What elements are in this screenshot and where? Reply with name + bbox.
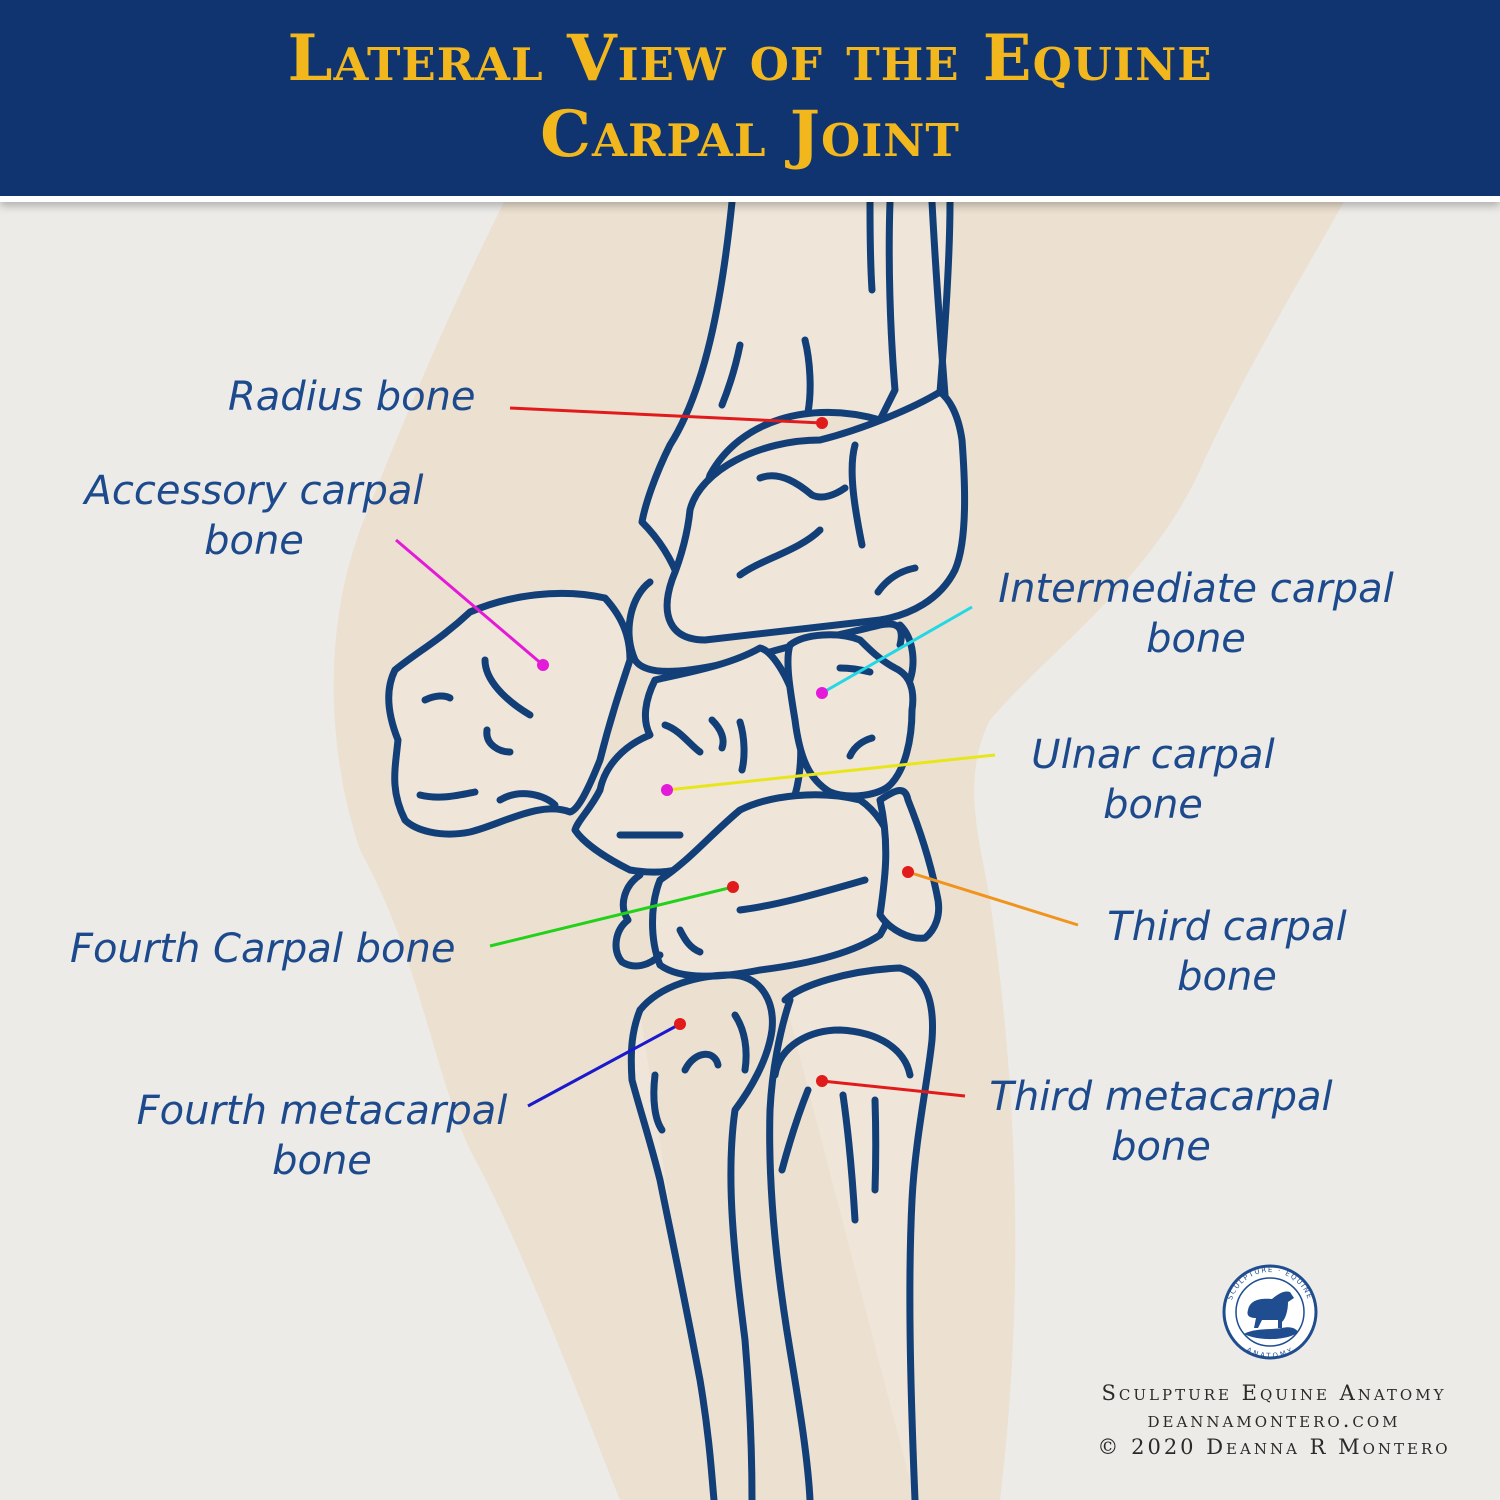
fourth-metacarpal-bone <box>627 1006 718 1500</box>
third-metacarpal-head <box>771 1026 914 1079</box>
fourth-metacarpal-leader-line <box>527 1022 681 1108</box>
ulnar-carpal-bone-label-line-1: Ulnar carpal <box>1031 732 1275 778</box>
fourth-metacarpal-bone-head <box>636 971 776 1500</box>
ulnar-marker-dot <box>661 784 673 796</box>
fourth-carpal-bone-label: Fourth Carpal bone <box>70 924 455 974</box>
accessory-crease-2 <box>421 692 454 704</box>
ulnar-crease-1 <box>661 721 704 756</box>
third-metacarpal-crease-2 <box>839 1091 859 1224</box>
accessory-marker-dot <box>537 659 549 671</box>
third-metacarpal-bone-label-line-1: Third metacarpal <box>989 1074 1333 1120</box>
fourth-metacarpal-bone-label: Fourth metacarpal bone <box>130 1086 514 1186</box>
accessory-crease-4 <box>416 788 479 801</box>
radius-bone-label: Radius bone <box>228 372 476 422</box>
sculpture-equine-logo: SCULPTURE · EQUINE ANATOMY <box>1222 1264 1318 1360</box>
third-metacarpal-bone-label: Third metacarpal bone <box>982 1072 1340 1172</box>
third-carpal-bone-label-line-2: bone <box>1177 954 1277 1000</box>
radius-epiphysis-crease-4 <box>874 564 919 596</box>
radius-bone-outline <box>876 198 899 424</box>
radius-bone-crease-2 <box>718 341 744 409</box>
title-line-1: Lateral View of the Equine <box>287 21 1213 96</box>
third-metacarpal-crease-1 <box>778 1086 812 1174</box>
fourth-carpal-marker-dot <box>727 881 739 893</box>
third-metacarpal-bone-label-line-2: bone <box>1111 1124 1211 1170</box>
intermediate-crease-1 <box>836 664 874 676</box>
fourth-carpal-crease-2 <box>676 926 704 956</box>
intermediate-carpal-bone-label: Intermediate carpal bone <box>990 564 1402 664</box>
radius-epiphysis-crease-2 <box>736 526 824 579</box>
radius-marker-dot <box>816 417 828 429</box>
accessory-carpal-bone-label-line-2: bone <box>204 518 304 564</box>
intermediate-crease-2 <box>846 734 876 760</box>
accessory-crease-3 <box>483 726 514 756</box>
third-metacarpal-bone <box>781 964 937 1500</box>
intermediate-carpal-bone-label-line-1: Intermediate carpal <box>998 566 1394 612</box>
fourth-metacarpal-crease-3 <box>650 1071 666 1134</box>
accessory-crease-1 <box>481 656 534 719</box>
radius-bone-crease <box>801 336 814 416</box>
radius-epiphysis-crease-3 <box>848 441 866 549</box>
accessory-carpal-bone <box>385 589 634 838</box>
carpal-fragment <box>612 871 664 970</box>
title-line-2: Carpal Joint <box>540 97 960 172</box>
credit-copyright: © 2020 Deanna R Montero <box>1097 1435 1451 1459</box>
third-carpal-bone-label-line-1: Third carpal <box>1107 904 1347 950</box>
fourth-metacarpal-bone-label-line-1: Fourth metacarpal <box>136 1088 508 1134</box>
accessory-carpal-bone-label-line-1: Accessory carpal <box>84 468 424 514</box>
third-carpal-marker-dot <box>902 866 914 878</box>
fourth-carpal-crease-1 <box>736 876 869 914</box>
third-carpal-leader-line <box>907 870 1079 927</box>
third-carpal-bone <box>876 787 943 942</box>
third-metacarpal-crease-3 <box>871 1096 880 1194</box>
intermediate-leader-line <box>821 605 973 695</box>
accessory-leader-line <box>395 538 544 667</box>
third-carpal-bone-label: Third carpal bone <box>1096 902 1358 1002</box>
horse-on-hand-icon <box>1244 1291 1298 1340</box>
credit-website: deannamontero.com <box>1147 1408 1401 1432</box>
ulnar-leader-line <box>666 753 996 792</box>
intermediate-marker-dot <box>816 687 828 699</box>
radius-bone-line <box>866 198 876 294</box>
ulnar-carpal-bone-label-line-2: bone <box>1103 782 1203 828</box>
fourth-metacarpal-bone-label-line-2: bone <box>272 1138 372 1184</box>
title-banner: Lateral View of the Equine Carpal Joint <box>0 0 1500 202</box>
intermediate-carpal-bone-label-line-2: bone <box>1146 616 1246 662</box>
carpal-row-outline <box>896 621 917 684</box>
third-metacarpal-marker-dot <box>816 1075 828 1087</box>
third-metacarpal-leader-line <box>821 1079 966 1098</box>
fourth-metacarpal-marker-dot <box>674 1018 686 1030</box>
fourth-metacarpal-crease-2 <box>731 1011 750 1074</box>
accessory-crease-5 <box>496 790 559 809</box>
ulnar-crease-2 <box>708 716 727 752</box>
ulnar-crease-3 <box>736 718 748 774</box>
radius-leader-line <box>509 406 823 425</box>
accessory-carpal-bone-label: Accessory carpal bone <box>76 466 432 566</box>
fourth-carpal-bone-label-line: Fourth Carpal bone <box>70 926 456 972</box>
ulnar-carpal-bone-label: Ulnar carpal bone <box>1020 730 1286 830</box>
radius-epiphysis-crease <box>756 472 849 501</box>
credit-studio-name: Sculpture Equine Anatomy <box>1101 1381 1447 1405</box>
fourth-carpal-leader-line <box>489 885 734 948</box>
copyright-credit: Sculpture Equine Anatomy deannamontero.c… <box>1060 1380 1488 1461</box>
fourth-metacarpal-crease-1 <box>681 1050 722 1074</box>
radius-bone-label-line: Radius bone <box>228 374 476 420</box>
radius-bone-ridge <box>928 198 949 399</box>
